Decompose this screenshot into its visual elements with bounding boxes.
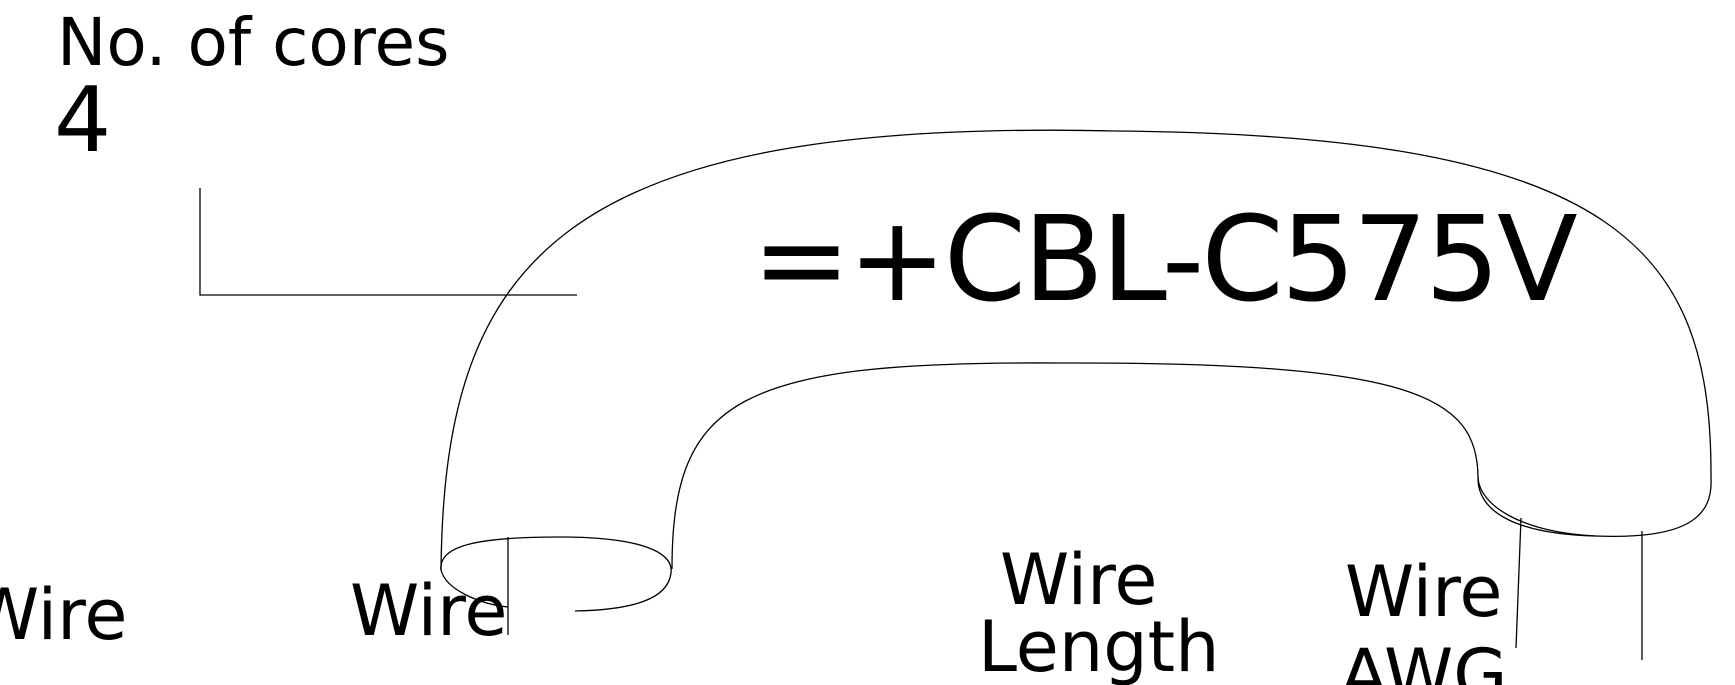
- cable-tag: =+CBL-C575V: [752, 190, 1578, 328]
- cores-leader-line: [199, 188, 577, 296]
- cable-outer-outline: [440, 129, 1712, 571]
- wire-length-label: Wire: [1000, 539, 1158, 621]
- wire-awg-label: Wire: [1345, 551, 1503, 633]
- wire-label-left: Wire: [0, 574, 128, 656]
- wire-length-label-second-line: Length: [978, 606, 1220, 685]
- cable-inner-outline: [671, 362, 1479, 570]
- wire-label-middle: Wire: [350, 570, 508, 652]
- cable-end-right: [1477, 477, 1596, 537]
- wire-awg-label-second-line: AWG: [1340, 634, 1508, 685]
- cores-count-value: 4: [54, 68, 112, 173]
- wire-leader-line-awg: [1515, 517, 1522, 649]
- cores-count-label: No. of cores: [57, 4, 450, 81]
- cable-end-left: [440, 536, 672, 612]
- cable-end-left-rim: [440, 569, 509, 608]
